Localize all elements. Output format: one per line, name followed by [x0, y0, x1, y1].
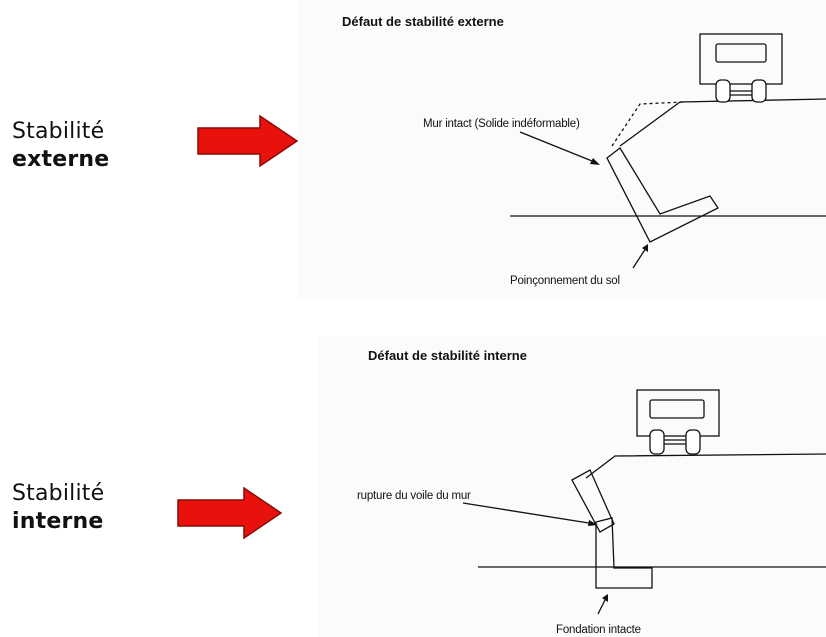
figure-external-panel: [298, 0, 826, 300]
wall-tilted-external: [606, 147, 719, 243]
label-stabilite-interne: Stabilité interne: [12, 480, 104, 536]
embankment-external: [619, 98, 826, 147]
truck-internal: [636, 389, 720, 445]
note-poinconnement: Poinçonnement du sol: [510, 275, 620, 287]
truck-wheels-internal: [649, 429, 701, 455]
title-defaut-externe: Défaut de stabilité externe: [342, 14, 504, 29]
wall-broken-upper: [571, 469, 615, 533]
note-mur-intact: Mur intact (Solide indéformable): [423, 118, 580, 130]
arrowheads: [588, 158, 648, 602]
truck-wheels-external: [715, 79, 767, 103]
leader-fondation: [597, 597, 607, 615]
truck-external: [699, 33, 783, 96]
wall-foundation-intact: [595, 517, 653, 589]
title-defaut-interne: Défaut de stabilité interne: [368, 348, 527, 363]
leader-sol: [632, 247, 647, 269]
embankment-internal: [585, 453, 826, 479]
label-interne-line1: Stabilité: [12, 481, 105, 506]
label-externe-line1: Stabilité: [12, 119, 105, 144]
red-arrow-internal: [177, 486, 283, 540]
leader-voile: [462, 502, 596, 525]
original-slope-dashed: [611, 101, 685, 147]
figure-internal-panel: [318, 336, 826, 637]
leader-mur: [519, 131, 598, 164]
note-fondation-intacte: Fondation intacte: [556, 624, 641, 636]
label-externe-line2: externe: [12, 147, 110, 172]
note-rupture-voile: rupture du voile du mur: [357, 490, 471, 502]
label-interne-line2: interne: [12, 509, 104, 534]
red-arrow-external: [197, 114, 299, 168]
label-stabilite-externe: Stabilité externe: [12, 118, 109, 174]
